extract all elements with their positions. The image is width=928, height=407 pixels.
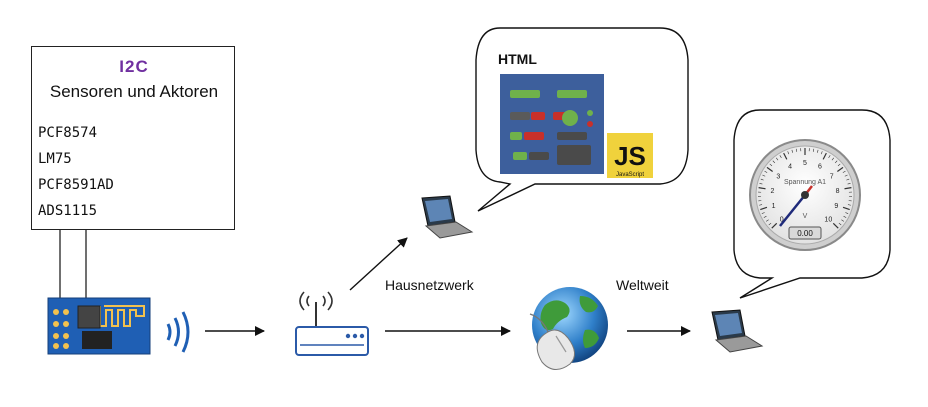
gauge-tick [822,152,827,160]
gauge-tick [842,170,846,173]
gauge-tick [769,163,773,167]
gauge-display [788,226,822,240]
gauge-tick [846,178,850,181]
gauge-tick [765,219,769,222]
gauge-tick [843,215,847,218]
gauge-tick [845,212,849,214]
gauge-tick [837,166,844,172]
home-network-label: Hausnetzwerk [385,277,475,293]
js-badge-text: JS [614,141,646,171]
device-item: PCF8591AD [38,177,114,193]
gauge-tick [844,187,852,190]
worldwide-label: Weltweit [616,277,669,293]
gauge-tick [764,170,768,173]
laptop-icon [421,195,474,239]
device-item: ADS1115 [38,203,98,219]
gauge-tick [847,183,851,185]
gauge-tick [816,149,819,153]
gauge-tick [771,222,778,229]
gauge-tick-label: 1 [772,203,776,210]
gauge-tick [766,166,773,172]
gauge-tick-label: 0 [780,216,784,223]
gauge-tick [761,212,765,214]
gauge-tick [787,151,790,155]
gauge-tick [783,152,788,160]
gauge-unit: V [803,213,808,220]
gauge-tick [760,178,764,181]
gauge-tick-label: 8 [836,188,840,195]
gauge-tick [847,204,851,206]
gauge-tick [775,157,779,161]
gauge-tick-label: 2 [770,188,774,195]
gauge-tick-label: 5 [803,160,807,167]
device-item: LM75 [38,151,72,167]
esp-module-icon [47,297,151,355]
gauge-tick [791,149,794,153]
gauge-tick [762,174,766,177]
gauge-tick [779,155,782,159]
gauge-tick [837,163,841,167]
laptop-icon [711,309,764,353]
gauge-value: 0.00 [797,229,813,238]
gauge-tick-label: 6 [818,164,822,171]
i2c-label: I2C [119,57,149,76]
mouse-icon [529,313,575,370]
link-arrow [349,237,408,291]
gauge-tick [841,219,845,222]
gauge-tick [759,204,763,206]
gauge-tick-label: 9 [834,203,838,210]
gauge-tick [842,206,850,211]
gauge-tick [831,157,835,161]
html-widgets-image [500,74,604,174]
gauge-label: Spannung A1 [784,179,826,186]
device-item: PCF8574 [38,125,98,141]
router-icon [295,291,369,356]
gauge-tick-label: 4 [788,164,792,171]
gauge-tick-label: 10 [824,216,832,223]
gauge-tick-label: 3 [776,174,780,181]
gauge-tick [812,148,815,152]
gauge-tick [759,183,763,185]
gauge-tick [795,148,798,152]
gauge-tick-label: 7 [830,174,834,181]
gauge-tick [760,206,768,211]
gauge-tick [834,160,838,164]
gauge-tick [758,187,766,190]
gauge-tick [828,155,831,159]
gauge-tick [763,215,767,218]
sensor-box-title: Sensoren und Aktoren [49,82,219,101]
gauge-needle [779,194,806,227]
gauge-tick [768,222,772,226]
gauge-tick [844,174,848,177]
js-caption: JavaScript [616,172,644,178]
gauge-tick [772,160,776,164]
sensor-box: I2C Sensoren und Aktoren PCF8574 LM75 PC… [31,46,235,230]
gauge-tick [820,151,823,155]
html-title: HTML [498,51,537,67]
wireless-icon [166,311,190,353]
javascript-logo [607,133,653,178]
gauge-tick [832,222,839,229]
gauge-tick [838,222,842,226]
